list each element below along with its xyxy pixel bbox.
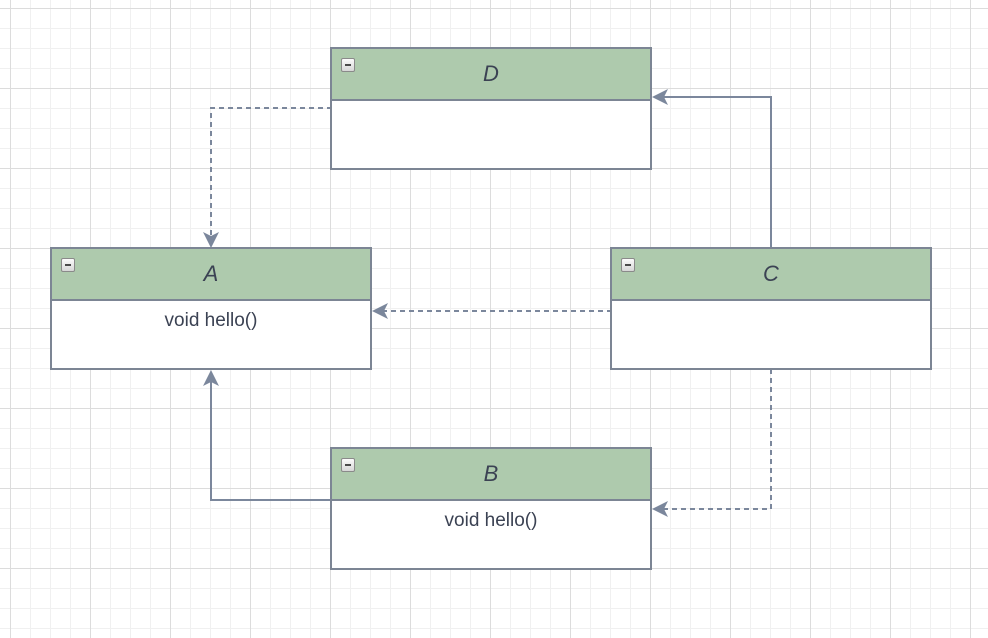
class-methods (612, 301, 930, 310)
collapse-icon[interactable] (61, 258, 75, 272)
class-c[interactable]: C (610, 247, 932, 370)
arrowhead-b-to-a (203, 370, 219, 386)
class-b[interactable]: B void hello() (330, 447, 652, 570)
class-a[interactable]: A void hello() (50, 247, 372, 370)
collapse-icon[interactable] (341, 458, 355, 472)
connector-c-to-b[interactable] (661, 369, 772, 510)
connector-d-to-a[interactable] (210, 107, 332, 240)
class-methods (332, 101, 650, 110)
arrowhead-c-to-b (652, 501, 668, 517)
connector-c-to-d[interactable] (661, 96, 772, 249)
class-methods: void hello() (444, 510, 538, 531)
collapse-icon[interactable] (341, 58, 355, 72)
collapse-icon[interactable] (621, 258, 635, 272)
connector-b-to-a[interactable] (210, 379, 332, 501)
class-d[interactable]: D (330, 47, 652, 170)
class-header: D (332, 49, 650, 101)
arrowhead-c-to-d (652, 89, 668, 105)
class-name: A (203, 261, 219, 286)
class-header: C (612, 249, 930, 301)
class-name: C (763, 261, 779, 286)
class-name: D (483, 61, 499, 86)
class-header: B (332, 449, 650, 501)
class-name: B (483, 461, 499, 486)
class-header: A (52, 249, 370, 301)
arrowhead-d-to-a (203, 232, 219, 248)
arrowhead-c-to-a (372, 303, 388, 319)
class-methods: void hello() (164, 310, 258, 331)
